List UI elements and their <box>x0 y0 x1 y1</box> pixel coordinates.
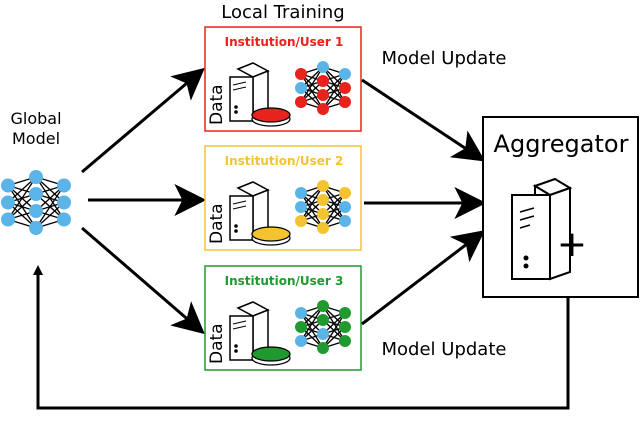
network-node <box>339 96 351 108</box>
arrow-global-to-user3 <box>81 226 205 335</box>
network-node <box>317 89 329 101</box>
global-model-network-icon <box>1 170 71 235</box>
network-node <box>295 335 307 347</box>
network-node <box>1 212 15 227</box>
server-icon <box>229 301 270 362</box>
network-node <box>317 75 329 87</box>
network-node <box>57 195 71 210</box>
aggregator-label: Aggregator <box>494 130 629 158</box>
network-node <box>295 187 307 199</box>
network-node <box>295 215 307 227</box>
global-model-label-line1: Global <box>10 109 61 128</box>
network-node <box>57 178 71 193</box>
network-node <box>317 300 329 312</box>
network-node <box>317 194 329 206</box>
data-label: Data <box>207 203 227 244</box>
network-node <box>339 335 351 347</box>
global-model-label-line2: Model <box>12 129 60 148</box>
network-node <box>317 208 329 220</box>
network-node <box>295 96 307 108</box>
network-node <box>295 82 307 94</box>
network-node <box>317 342 329 354</box>
network-node <box>295 201 307 213</box>
data-label: Data <box>207 84 227 125</box>
local-network-icon <box>295 61 351 115</box>
network-node <box>339 307 351 319</box>
network-node <box>339 82 351 94</box>
model-update-label-bottom: Model Update <box>382 339 507 360</box>
network-node <box>339 201 351 213</box>
network-node <box>29 204 43 218</box>
network-node <box>339 321 351 333</box>
network-node <box>295 321 307 333</box>
network-node <box>339 215 351 227</box>
institution-box-2: Institution/User 2 Data <box>204 145 362 251</box>
arrow-user3-to-aggregator <box>361 230 486 326</box>
network-node <box>317 328 329 340</box>
data-disk-icon <box>251 346 291 366</box>
network-node <box>317 61 329 73</box>
arrow-user1-to-aggregator <box>361 78 486 162</box>
server-icon <box>229 181 270 242</box>
network-node <box>317 222 329 234</box>
network-node <box>339 68 351 80</box>
feedback-loop-arrow <box>33 265 570 410</box>
aggregator-plus-symbol: + <box>557 224 587 265</box>
network-node <box>295 68 307 80</box>
model-update-label-top: Model Update <box>382 48 507 69</box>
institution-title: Institution/User 3 <box>225 274 344 288</box>
aggregator-server-icon <box>511 177 573 281</box>
arrow-global-to-user1 <box>81 67 205 174</box>
data-disk-icon <box>251 226 291 246</box>
network-node <box>29 221 43 235</box>
institution-title: Institution/User 1 <box>225 35 344 49</box>
institution-box-1: Institution/User 1 Data <box>204 26 362 132</box>
network-node <box>1 178 15 193</box>
institution-title: Institution/User 2 <box>225 154 344 168</box>
network-node <box>317 314 329 326</box>
local-training-heading: Local Training <box>221 2 344 23</box>
network-node <box>339 187 351 199</box>
data-disk-icon <box>251 107 291 127</box>
network-node <box>29 170 43 184</box>
local-network-icon <box>295 180 351 234</box>
network-node <box>317 103 329 115</box>
network-node <box>317 180 329 192</box>
local-network-icon <box>295 300 351 354</box>
data-label: Data <box>207 323 227 364</box>
network-node <box>295 307 307 319</box>
network-node <box>1 195 15 210</box>
network-node <box>57 212 71 227</box>
network-node <box>29 187 43 201</box>
institution-box-3: Institution/User 3 Data <box>204 265 362 371</box>
